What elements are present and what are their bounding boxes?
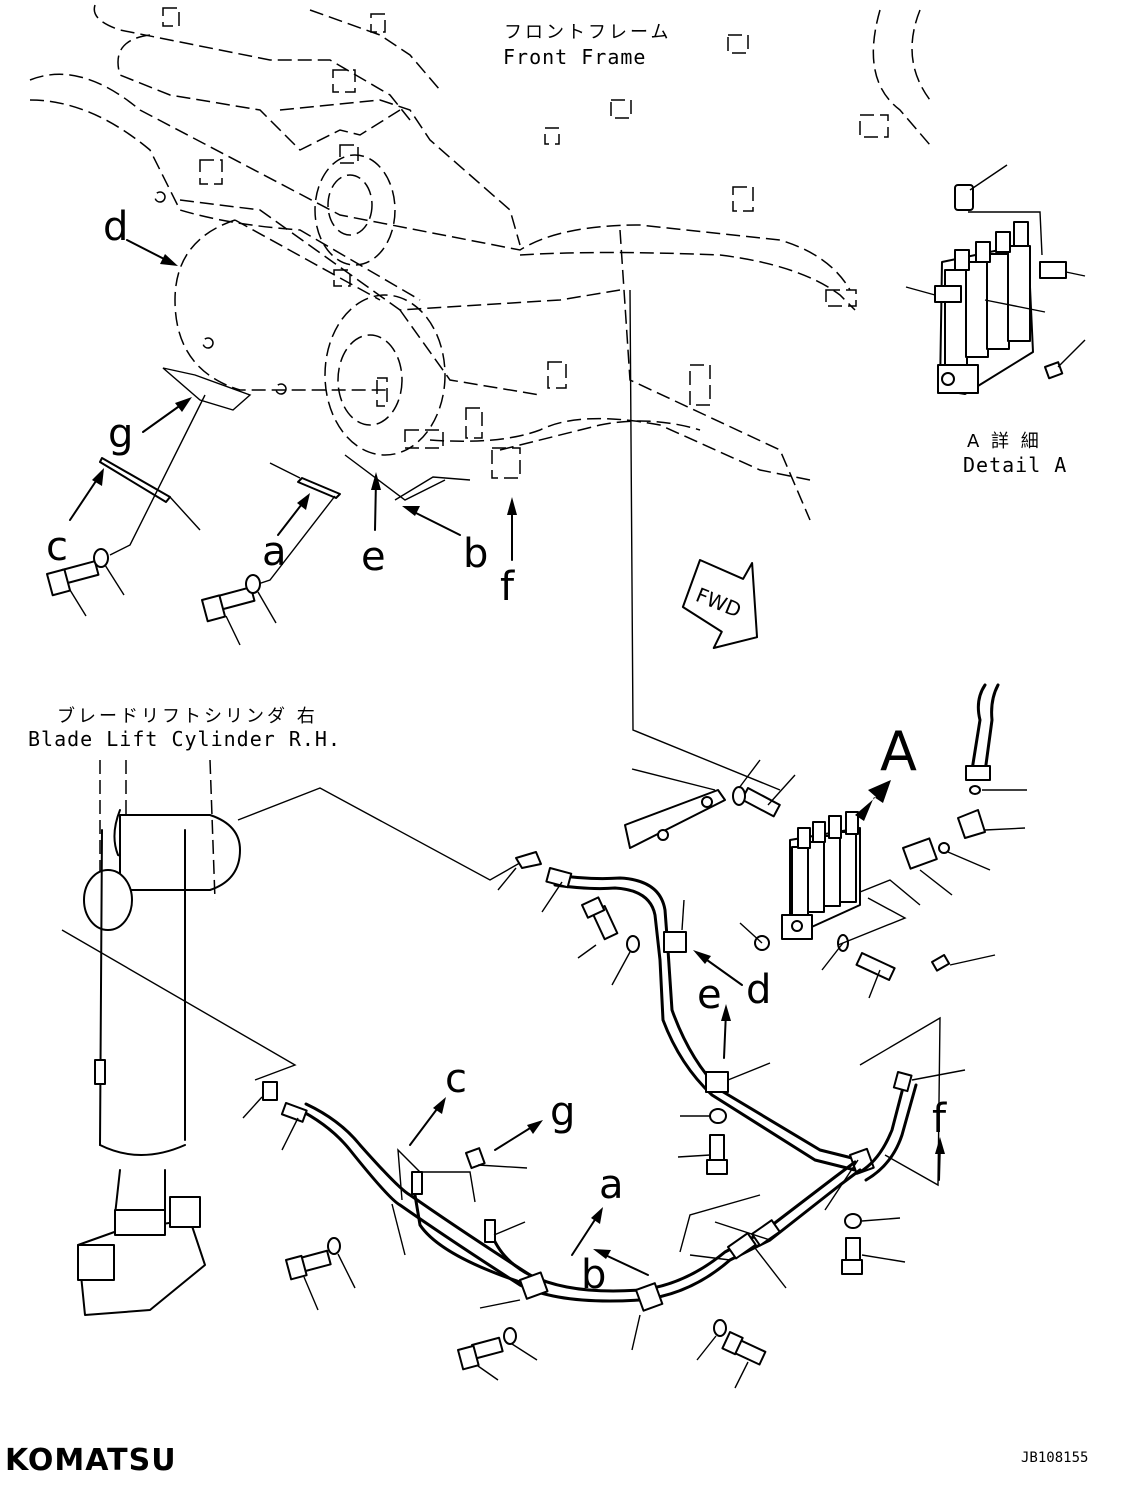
upper-callout-arrows: [69, 239, 517, 561]
detail-a-pointer: [855, 780, 891, 821]
front-frame-caption-jp: フロントフレーム: [504, 22, 671, 43]
upper-fasteners: [46, 548, 277, 646]
label-d-lower: d: [746, 967, 771, 1013]
komatsu-logo: KOMATSU: [5, 1443, 177, 1478]
fwd-arrow: [681, 559, 759, 650]
drawing-code: JB108155: [1021, 1450, 1088, 1466]
label-g-lower: g: [550, 1089, 575, 1135]
blade-lift-cylinder: [61, 759, 526, 1316]
label-a-lower: a: [599, 1162, 624, 1208]
detail-a-view: [905, 164, 1086, 395]
detail-a-caption-en: Detail A: [963, 453, 1067, 477]
label-d-upper: d: [103, 204, 128, 250]
label-b-lower: b: [581, 1252, 606, 1298]
label-f-upper: f: [500, 564, 515, 610]
label-b-upper: b: [463, 531, 488, 577]
hose-assemblies: [242, 851, 966, 1351]
right-hose-fittings: [902, 683, 1027, 972]
front-frame-caption-en: Front Frame: [503, 45, 646, 69]
blade-lift-caption-jp: ブレードリフトシリンダ 右: [57, 705, 318, 727]
detail-a-caption-jp: A 詳 細: [967, 431, 1042, 452]
distributor-block: [624, 759, 921, 999]
label-c-lower: c: [445, 1056, 467, 1102]
front-frame: [29, 4, 931, 791]
label-c-upper: c: [46, 524, 68, 570]
label-g-upper: g: [108, 411, 133, 457]
lower-fasteners: [284, 896, 906, 1389]
label-f-lower: f: [932, 1096, 947, 1142]
lower-callout-arrows: [409, 950, 945, 1276]
label-e-lower: e: [697, 972, 722, 1018]
label-e-upper: e: [361, 534, 386, 580]
detail-a-callout: A: [880, 720, 917, 783]
label-a-upper: a: [262, 529, 287, 575]
blade-lift-caption-en: Blade Lift Cylinder R.H.: [28, 727, 341, 751]
